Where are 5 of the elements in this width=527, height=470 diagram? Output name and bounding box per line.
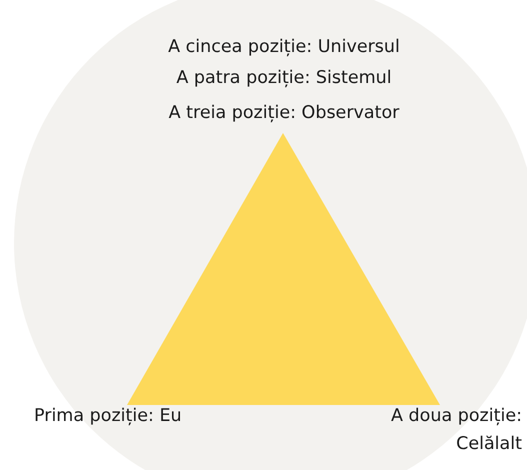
position-label: Prima poziție: Eu: [34, 405, 182, 428]
position-label: A doua poziție: Celălalt: [390, 405, 522, 456]
position-label: A patra poziție: Sistemul: [176, 67, 392, 90]
position-label: A cincea poziție: Universul: [168, 36, 400, 59]
position-label: A treia poziție: Observator: [168, 102, 400, 125]
